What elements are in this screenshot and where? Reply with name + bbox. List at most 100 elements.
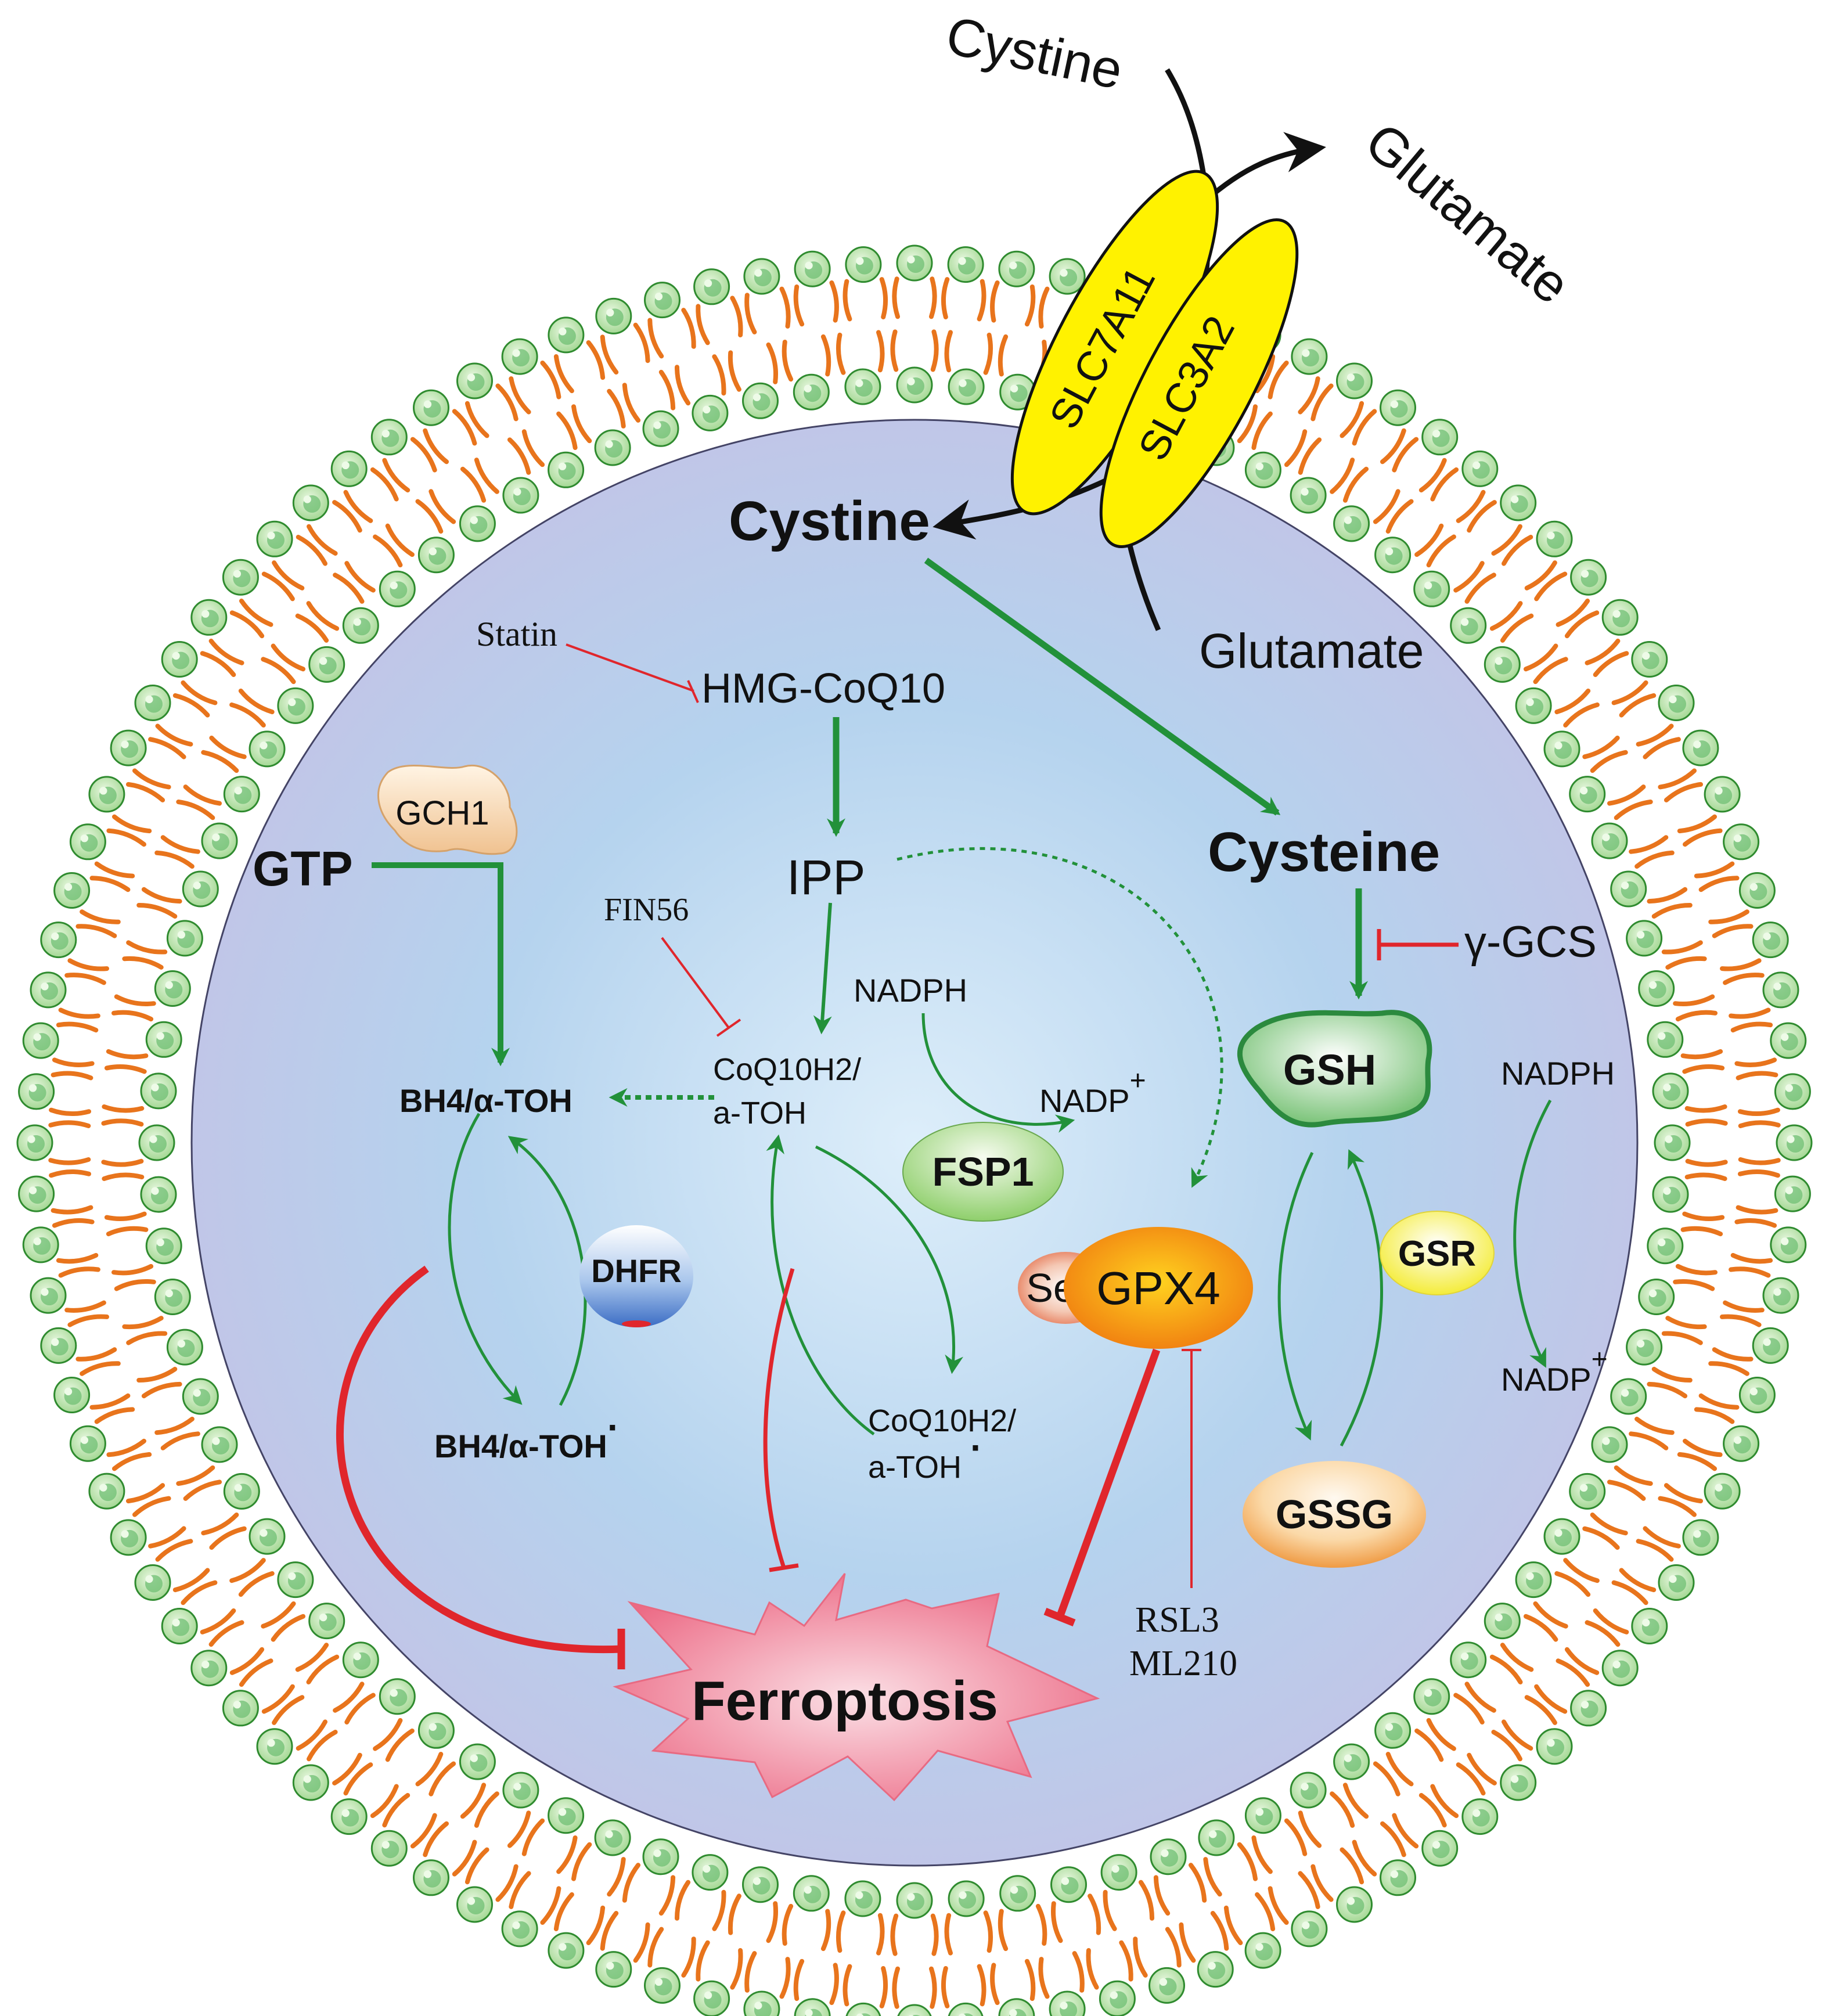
lipid-tail	[176, 1465, 215, 1486]
lipid-tail	[1651, 1366, 1693, 1383]
lipid-tail	[1418, 1792, 1447, 1828]
lipid-head	[845, 2002, 881, 2016]
lipid-head	[16, 1124, 53, 1161]
lipid-head	[644, 282, 681, 319]
lipid-tail	[1086, 1948, 1099, 1990]
lipid-head	[154, 1279, 191, 1315]
lipid-head	[110, 1519, 147, 1556]
lipid-head	[1421, 1830, 1459, 1867]
ferroptosis-label: Ferroptosis	[692, 1670, 998, 1732]
lipid-head	[1150, 1838, 1187, 1875]
lipid-tail	[229, 702, 266, 728]
lipid-tail	[1502, 535, 1533, 566]
lipid-tail	[1489, 601, 1523, 631]
cystine-intracellular-label: Cystine	[729, 490, 930, 552]
lipid-head	[161, 1608, 198, 1644]
lipid-tail	[1738, 1169, 1780, 1178]
lipid-tail	[1237, 1842, 1258, 1881]
lipid-head	[292, 1764, 329, 1801]
lipid-tail	[1614, 1465, 1653, 1486]
lipid-tail	[75, 1347, 117, 1362]
lipid-tail	[307, 524, 338, 556]
lipid-tail	[56, 1021, 99, 1033]
lipid-head	[1450, 607, 1487, 644]
lipid-tail	[607, 1857, 626, 1897]
lipid-tail	[423, 1821, 449, 1857]
lipid-tail	[154, 1416, 195, 1435]
lipid-tail	[1680, 1226, 1723, 1237]
lipid-tail	[148, 1526, 186, 1549]
lipid-tail	[674, 365, 691, 406]
lipid-tail	[295, 1643, 329, 1672]
lipid-tail	[571, 404, 592, 444]
lipid-tail	[1210, 1911, 1229, 1951]
lipid-tail	[183, 784, 222, 806]
lipid-head	[40, 921, 77, 959]
lipid-tail	[633, 1922, 650, 1963]
lipid-head	[1626, 1329, 1663, 1366]
lipid-tail	[782, 340, 794, 382]
lipid-tail	[343, 489, 373, 523]
lipid-head	[223, 1473, 260, 1510]
lipid-tail	[843, 1964, 852, 2007]
lipid-tail	[944, 330, 953, 373]
ferroptosis-outcome: Ferroptosis	[613, 1573, 1100, 1802]
lipid-tail	[172, 693, 210, 718]
lipid-head	[948, 2002, 984, 2016]
lipid-tail	[495, 1864, 519, 1902]
lipid-tail	[49, 1169, 91, 1178]
lipid-tail	[647, 318, 664, 359]
lipid-tail	[101, 1158, 144, 1167]
lipid-tail	[111, 1010, 154, 1022]
lipid-head	[1704, 1473, 1741, 1510]
lipid-head	[845, 246, 882, 283]
lipid-tail	[843, 279, 852, 322]
lipid-tail	[820, 1909, 831, 1952]
fsp1-enzyme: FSP1	[902, 1122, 1064, 1222]
lipid-tail	[658, 369, 676, 411]
bh4-oxidation-arrow	[448, 1113, 523, 1405]
lipid-tail	[1614, 800, 1653, 820]
lipid-tail	[102, 1172, 145, 1181]
lipid-tail	[1133, 1936, 1148, 1978]
lipid-tail	[102, 1104, 145, 1113]
lipid-head	[256, 1728, 293, 1765]
lipid-tail	[373, 1718, 403, 1751]
lipid-head	[138, 1124, 175, 1161]
lipid-tail	[201, 1512, 239, 1536]
dhfr-label: DHFR	[591, 1252, 682, 1289]
lipid-tail	[332, 500, 362, 533]
lipid-tail	[423, 428, 449, 465]
lipid-tail	[1251, 1835, 1273, 1874]
lipid-tail	[49, 1107, 91, 1117]
lipid-tail	[1340, 1847, 1364, 1885]
cell-membrane-bilayer	[16, 244, 1813, 2016]
lipid-tail	[622, 383, 641, 423]
lipid-tail	[239, 598, 273, 627]
lipid-tail	[1500, 1643, 1534, 1672]
lipid-tail	[990, 1963, 1000, 2006]
lipid-tail	[306, 1654, 340, 1684]
lipid-tail	[1524, 643, 1558, 672]
lipid-tail	[1720, 958, 1762, 971]
lipid-head	[1461, 1798, 1499, 1835]
lipid-tail	[1464, 573, 1496, 604]
lipid-tail	[1418, 458, 1447, 493]
ipp-to-coq-arrow	[813, 902, 832, 1035]
lipid-tail	[829, 1963, 839, 2006]
lipid-head	[897, 2004, 932, 2016]
lipid-head	[379, 1678, 416, 1715]
lipid-tail	[136, 902, 178, 919]
lipid-tail	[114, 1279, 156, 1291]
lipid-tail	[89, 1393, 131, 1410]
lipid-tail	[52, 1218, 95, 1228]
lipid-tail	[1430, 1784, 1459, 1819]
lipid-tail	[571, 1842, 592, 1881]
lipid-head	[110, 729, 147, 766]
lipid-tail	[1050, 1901, 1063, 1943]
statin-inhibits-hmg	[566, 643, 699, 703]
lipid-tail	[495, 383, 519, 422]
lipid-tail	[48, 1120, 91, 1128]
lipid-head	[1515, 1561, 1552, 1599]
